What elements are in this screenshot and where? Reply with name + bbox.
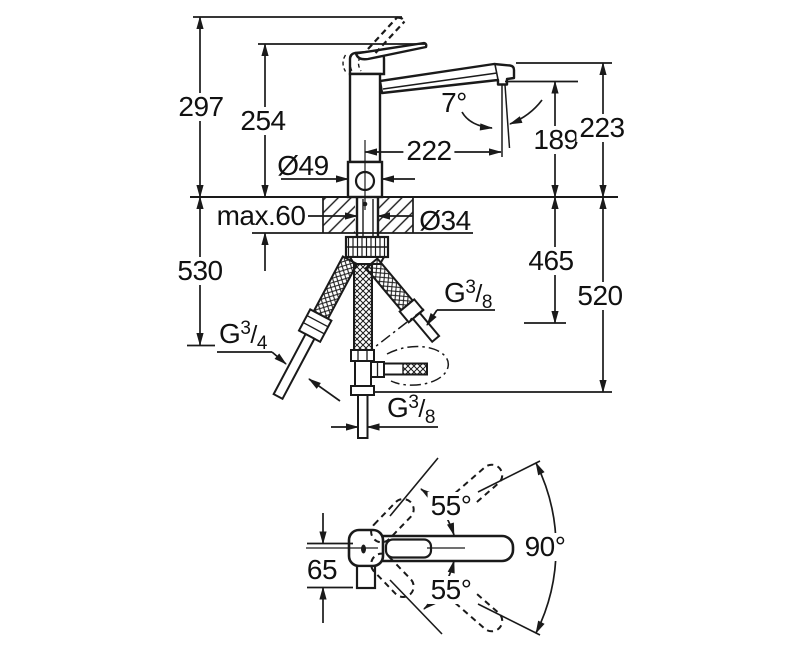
- g38b-numerator: 3: [408, 392, 419, 413]
- faucet-body: [342, 16, 516, 210]
- g38b-slash: /: [418, 395, 425, 423]
- dim-465-label: 465: [525, 247, 577, 275]
- dim-254-label: 254: [237, 107, 289, 135]
- dim-530-label: 530: [174, 257, 226, 285]
- g38s-denominator: 8: [481, 292, 493, 313]
- dim-dia49-label: Ø49: [277, 150, 329, 181]
- thread-g34-label: G3/4: [219, 319, 267, 353]
- g38b-denominator: 8: [424, 407, 436, 428]
- bottom-connection-tube: [357, 394, 369, 439]
- alternate-position-centerline: [370, 308, 449, 386]
- dim-65-lines: [307, 513, 353, 623]
- dim-max60-label: max.60: [216, 200, 306, 231]
- lever-plan: [384, 538, 433, 559]
- g34-prefix: G: [219, 318, 241, 349]
- angle-90-label: 90°: [521, 533, 569, 561]
- angle-55-lower-label: 55°: [427, 576, 475, 604]
- plan-view-drawing: [306, 457, 557, 636]
- dim-520-label: 520: [574, 282, 626, 310]
- g38s-slash: /: [475, 280, 482, 308]
- g34-denominator: 4: [256, 333, 268, 354]
- dim-223-label: 223: [576, 114, 628, 142]
- spout: [378, 62, 516, 95]
- handle-front-plan: [355, 564, 377, 590]
- supply-hoses: [272, 255, 449, 439]
- dim-297-label: 297: [175, 93, 227, 121]
- reference-lines: [187, 16, 618, 393]
- water-stream: [501, 84, 511, 157]
- g34-slash: /: [250, 321, 257, 349]
- dim-7deg-label: 7°: [441, 87, 467, 118]
- leader-lines: [217, 99, 543, 402]
- hose-g34: [272, 255, 359, 401]
- thread-g38-side-label: G3/8: [444, 278, 492, 312]
- dim-189-label: 189: [530, 126, 582, 154]
- valve-assembly: [350, 349, 428, 439]
- g38s-numerator: 3: [465, 277, 476, 298]
- hose-g38: [364, 257, 441, 344]
- dim-dia34-label: Ø34: [419, 205, 471, 236]
- angle-rays: [389, 457, 541, 636]
- dim-65-label: 65: [306, 554, 338, 585]
- angle-55-upper-label: 55°: [427, 492, 475, 520]
- g38s-prefix: G: [444, 277, 466, 308]
- g34-numerator: 3: [240, 318, 251, 339]
- dim-222-label: 222: [403, 137, 455, 165]
- lever-handle: [354, 41, 428, 61]
- thread-g38-bottom-label: G3/8: [387, 393, 435, 427]
- g38b-prefix: G: [387, 392, 409, 423]
